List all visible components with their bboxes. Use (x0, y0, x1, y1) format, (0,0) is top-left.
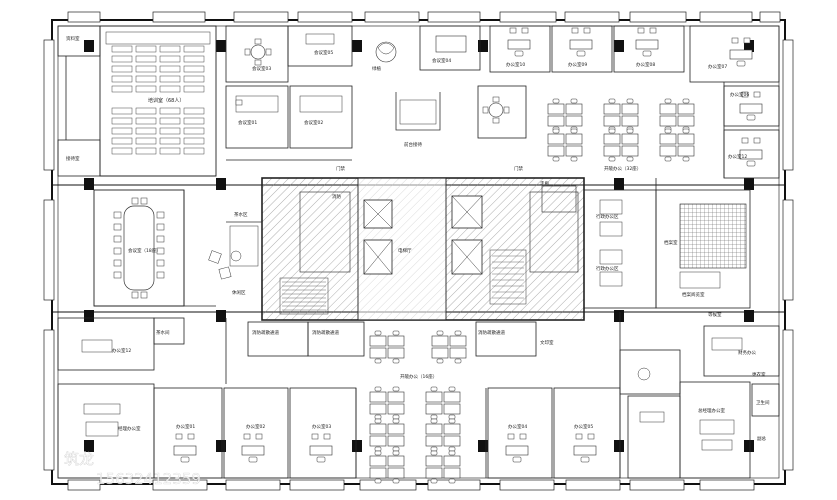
label-file-room: 文印室 (540, 339, 554, 346)
label-fire-corridor-2: 消防疏散通道 (312, 329, 339, 336)
label-finance-office: 财务办公 (738, 349, 756, 356)
label-fire-corridor-3: 消防疏散通道 (478, 329, 505, 336)
label-meeting-room-5: 会议室05 (314, 49, 333, 56)
reception-area: 绿植 前台接待 (372, 41, 441, 148)
open-office-32: 开敞办公（32座） (547, 98, 695, 172)
label-office-03: 办公室03 (312, 423, 331, 430)
label-office-02: 办公室02 (246, 423, 265, 430)
label-office-06: 办公室06 (730, 91, 749, 98)
label-office-08: 办公室08 (636, 61, 655, 68)
meeting-rooms-top (225, 25, 353, 149)
meeting-room-4: 会议室04 (419, 25, 527, 139)
partitions (94, 82, 725, 478)
window-marks-sides (43, 39, 794, 471)
label-meeting-room-3: 会议室03 (252, 65, 271, 72)
window-marks-top (67, 11, 781, 23)
admin-area: 行政办公区 行政办公区 (583, 189, 657, 309)
label-tea-room: 茶水间 (156, 329, 170, 336)
label-leisure-area: 休闲区 (232, 289, 246, 296)
label-meeting-room-4: 会议室04 (432, 57, 451, 64)
label-office-07: 办公室07 (708, 63, 727, 70)
label-restroom: 卫生间 (756, 399, 770, 406)
label-office-01: 办公室01 (176, 423, 195, 430)
lower-offices-right (487, 387, 621, 479)
open-office-16: 开敞办公（16座） (369, 330, 467, 484)
columns (84, 40, 754, 452)
lower-offices-left (153, 387, 357, 479)
label-admin-area-1: 行政办公区 (596, 213, 619, 220)
training-room: 培训室（68人） (99, 25, 217, 177)
fire-corridors (247, 321, 537, 357)
label-elevator-hall: 电梯厅 (398, 247, 412, 254)
label-green-plant: 绿植 (372, 65, 381, 72)
meeting-room-main: 会议室（18座） (93, 189, 185, 307)
label-door-2: 门禁 (514, 165, 523, 172)
window-marks-bottom (67, 479, 755, 491)
label-waiting-room: 等候室 (708, 311, 722, 318)
label-open-office-32: 开敞办公（32座） (604, 165, 641, 172)
label-manager-office: 经理办公室 (118, 425, 141, 432)
left-small-rooms (57, 25, 101, 177)
label-office-12: 办公室12 (728, 153, 747, 160)
watermark-number: 15632412359 (96, 470, 201, 488)
label-water-bar: 茶水区 (234, 211, 248, 218)
watermark-brand: 筑龙 (64, 450, 94, 468)
label-general-manager-office: 总经理办公室 (698, 407, 725, 414)
label-door-1: 门禁 (336, 165, 345, 172)
label-fire-stair: 消防 (332, 193, 341, 200)
label-fire-corridor-1: 消防疏散通道 (252, 329, 279, 336)
label-archive-room: 资料室 (66, 35, 80, 42)
label-office-09: 办公室09 (568, 61, 587, 68)
label-reception-room: 接待室 (66, 155, 80, 162)
label-reception-desk: 前台接待 (404, 141, 422, 148)
label-meeting-room-1: 会议室01 (238, 119, 257, 126)
label-archive-reading: 档案阅览室 (682, 291, 705, 298)
label-meeting-room-main: 会议室（18座） (128, 247, 161, 254)
label-admin-area-2: 行政办公区 (596, 265, 619, 272)
building-core: 电梯厅 消防 (261, 177, 585, 321)
watermark: 筑龙 15632412359 (64, 450, 201, 488)
leisure-area: 茶水区 休闲区 (208, 211, 263, 296)
label-deputy-gm: 副总 (757, 435, 766, 442)
label-open-office-16: 开敞办公（16座） (400, 373, 437, 380)
label-meeting-room-2: 会议室02 (304, 119, 323, 126)
archive-storage: 档案室 档案阅览室 (655, 189, 751, 309)
label-wardrobe: 更衣室 (752, 371, 766, 378)
label-office-12-lower: 办公室12 (112, 347, 131, 354)
label-office-10: 办公室10 (506, 61, 525, 68)
label-archive-storage: 档案室 (664, 239, 678, 246)
label-office-04: 办公室04 (508, 423, 527, 430)
lower-right-rooms (619, 325, 780, 479)
label-office-05: 办公室05 (574, 423, 593, 430)
label-training-room: 培训室（68人） (148, 97, 184, 104)
